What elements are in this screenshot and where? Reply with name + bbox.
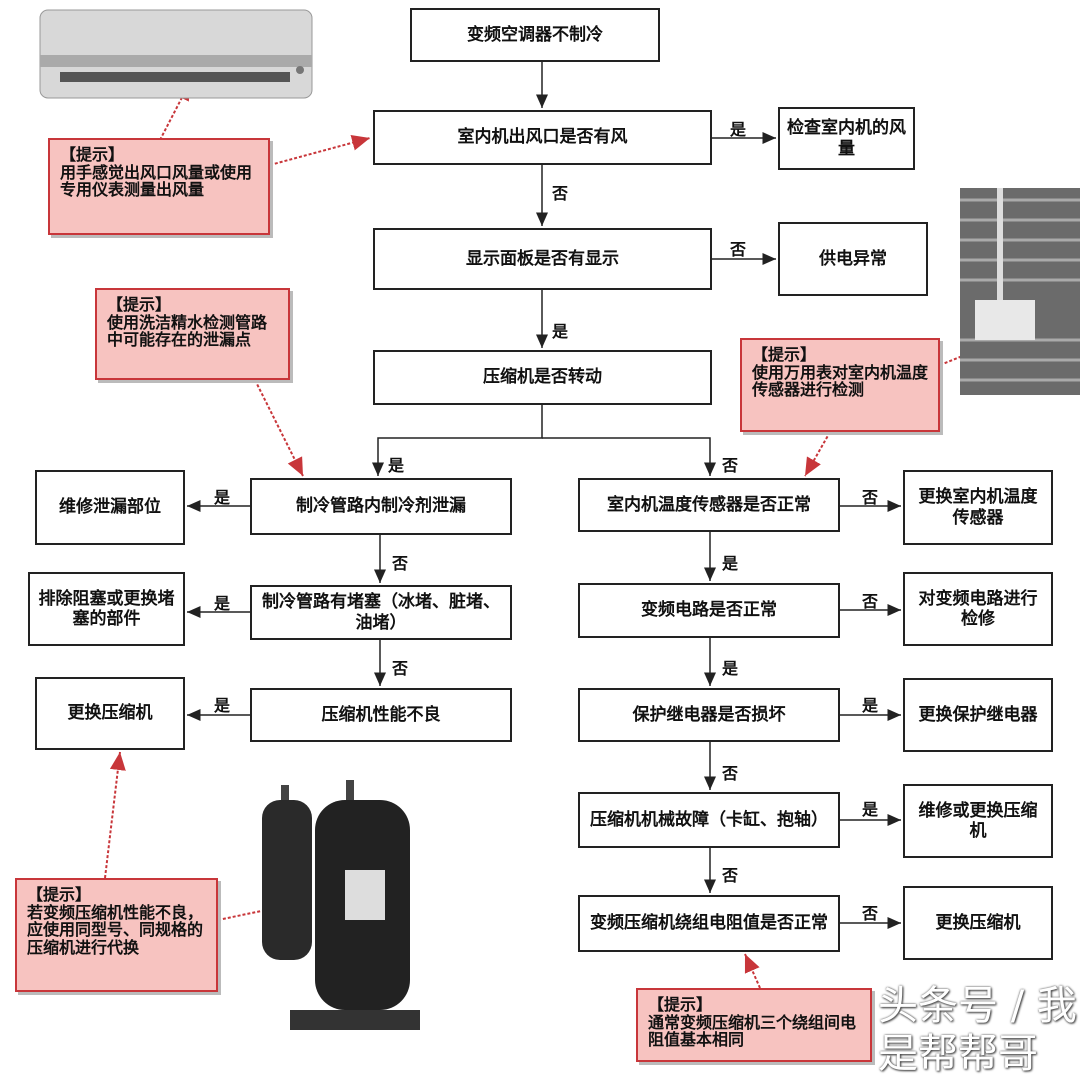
sensor-box: 室内机温度传感器是否正常: [578, 478, 840, 532]
label-no: 否: [730, 240, 747, 259]
blockage-box: 制冷管路有堵塞（冰堵、脏堵、油堵）: [250, 585, 512, 640]
tip-leak: 【提示】使用洗洁精水检测管路中可能存在的泄漏点: [95, 288, 290, 380]
label-yes: 是: [730, 120, 747, 139]
tip-text: 使用洗洁精水检测管路中可能存在的泄漏点: [107, 312, 268, 350]
sensor-no-box: 更换室内机温度传感器: [903, 470, 1053, 545]
tip-title: 【提示】: [107, 295, 172, 314]
mechanical-fault-yes-box: 维修或更换压缩机: [903, 784, 1053, 858]
label-no: 否: [862, 904, 879, 923]
tip-sensor: 【提示】使用万用表对室内机温度传感器进行检测: [740, 338, 940, 432]
label-no: 否: [552, 184, 569, 203]
q2-box: 显示面板是否有显示: [373, 228, 712, 290]
start-box: 变频空调器不制冷: [410, 8, 660, 62]
label-no: 否: [862, 488, 879, 507]
label-yes: 是: [388, 456, 405, 475]
label-no: 否: [392, 659, 409, 678]
inverter-circuit-box: 变频电路是否正常: [578, 583, 840, 638]
watermark: 头条号 / 我是帮帮哥: [878, 983, 1077, 1077]
q1-yes-box: 检查室内机的风量: [778, 107, 915, 170]
temperature-sensor-image: [960, 188, 1080, 395]
tip-winding: 【提示】通常变频压缩机三个绕组间电阻值基本相同: [636, 988, 872, 1062]
replace-compressor-box: 更换压缩机: [35, 677, 185, 750]
tip-compressor: 【提示】若变频压缩机性能不良，应使用同型号、同规格的压缩机进行代换: [15, 878, 218, 992]
label-yes: 是: [214, 488, 231, 507]
tip-text: 用手感觉出风口风量或使用专用仪表测量出风量: [60, 162, 253, 200]
tip-title: 【提示】: [752, 345, 817, 364]
label-no: 否: [722, 866, 739, 885]
label-no: 否: [862, 592, 879, 611]
label-yes: 是: [862, 696, 879, 715]
relay-yes-box: 更换保护继电器: [903, 678, 1053, 752]
winding-resistance-no-box: 更换压缩机: [903, 886, 1053, 960]
label-yes: 是: [214, 594, 231, 613]
label-no: 否: [722, 764, 739, 783]
relay-box: 保护继电器是否损坏: [578, 688, 840, 742]
label-yes: 是: [722, 659, 739, 678]
tip-airflow: 【提示】用手感觉出风口风量或使用专用仪表测量出风量: [48, 138, 270, 235]
tip-text: 使用万用表对室内机温度传感器进行检测: [752, 362, 929, 400]
label-yes: 是: [862, 800, 879, 819]
q2-no-box: 供电异常: [778, 222, 928, 296]
tip-title: 【提示】: [648, 995, 713, 1014]
q3-box: 压缩机是否转动: [373, 350, 712, 405]
compressor-image: [262, 780, 420, 1030]
leak-yes-box: 维修泄漏部位: [35, 470, 185, 545]
label-yes: 是: [214, 696, 231, 715]
label-yes: 是: [722, 554, 739, 573]
q1-box: 室内机出风口是否有风: [373, 110, 712, 165]
leak-box: 制冷管路内制冷剂泄漏: [250, 478, 512, 535]
tip-text: 若变频压缩机性能不良，应使用同型号、同规格的压缩机进行代换: [27, 902, 204, 957]
tip-title: 【提示】: [27, 885, 92, 904]
label-yes: 是: [552, 322, 569, 341]
label-no: 否: [722, 456, 739, 475]
tip-title: 【提示】: [60, 145, 125, 164]
winding-resistance-box: 变频压缩机绕组电阻值是否正常: [578, 895, 840, 952]
tip-text: 通常变频压缩机三个绕组间电阻值基本相同: [648, 1012, 857, 1050]
blockage-yes-box: 排除阻塞或更换堵塞的部件: [28, 572, 185, 646]
inverter-circuit-no-box: 对变频电路进行检修: [903, 572, 1053, 646]
air-conditioner-image: [39, 9, 313, 99]
mechanical-fault-box: 压缩机机械故障（卡缸、抱轴）: [578, 792, 840, 848]
compressor-performance-box: 压缩机性能不良: [250, 688, 512, 742]
label-no: 否: [392, 554, 409, 573]
